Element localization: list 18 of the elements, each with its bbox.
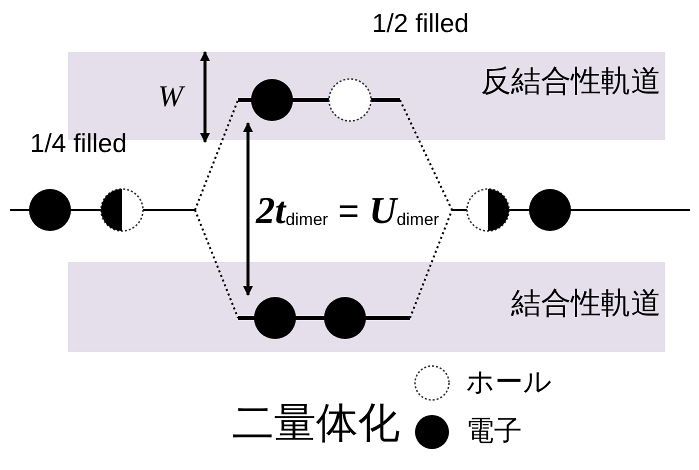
energy-level-drawing: [238, 295, 410, 341]
filling-label: 1/2 filled: [372, 10, 469, 36]
dotted-connector: [409, 210, 453, 318]
band-label: 結合性軌道: [511, 289, 661, 319]
double-arrow: [243, 122, 253, 296]
orbital-band: [68, 262, 665, 352]
dotted-connector: [399, 100, 453, 210]
filling-label: 1/4 filled: [30, 130, 127, 156]
band-label: 反結合性軌道: [481, 67, 661, 97]
legend-label: ホール: [466, 368, 552, 396]
legend-label: 電子: [466, 417, 522, 445]
dotted-connector: [194, 100, 239, 210]
energy-level-drawing: [238, 77, 400, 123]
energy-level-drawing: [452, 187, 690, 233]
process-title: 二量体化: [232, 402, 400, 444]
energy-level-drawing: [10, 187, 195, 233]
dotted-connector: [194, 210, 239, 318]
bandwidth-label: W: [158, 82, 183, 112]
